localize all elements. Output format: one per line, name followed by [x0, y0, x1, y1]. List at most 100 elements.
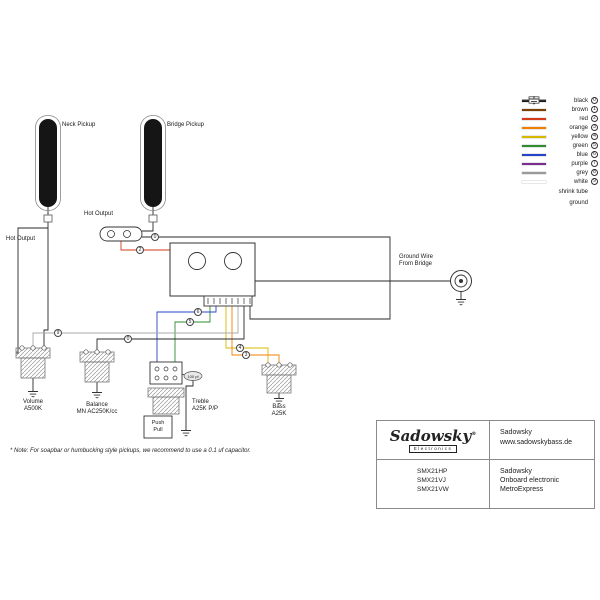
model-number: SMX21VJ	[417, 477, 446, 484]
treble-pot	[143, 361, 203, 439]
wire-white-volume	[32, 306, 239, 348]
legend-row: orange 3	[522, 123, 598, 132]
bridge-hot-output-label: Hot Output	[84, 211, 114, 217]
wire-color-label: white	[573, 178, 588, 185]
capacitor-label: 100 pf	[187, 374, 199, 379]
wire-color-label: grey	[576, 169, 588, 176]
wire-color-swatch	[522, 108, 546, 111]
treble-name: Treble	[192, 399, 209, 405]
legend-row: red 2	[522, 114, 598, 123]
neck-pickup-label: Neck Pickup	[62, 122, 96, 128]
bass-value: A25K	[271, 411, 287, 417]
wire-number-badge: 0	[151, 233, 159, 241]
treble-value: A25K P/P	[192, 406, 219, 412]
wire-color-label: blue	[576, 151, 588, 158]
title-block: Sadowsky® Electronics Sadowsky www.sadow…	[376, 420, 595, 509]
wire-color-label: yellow	[571, 133, 588, 140]
brand-name: Sadowsky	[500, 429, 532, 436]
wire-color-swatch	[522, 126, 546, 129]
push-pull-box	[143, 415, 173, 439]
wire-black-balance	[96, 306, 245, 352]
footnote: * Note: For soapbar or humbucking style …	[10, 448, 251, 454]
product-type: Onboard electronic	[500, 477, 560, 484]
product-description-cell: Sadowsky Onboard electronic MetroExpress	[489, 459, 594, 508]
legend-row-ground: ground	[522, 96, 598, 208]
model-number: SMX21HP	[417, 468, 448, 475]
wire-orange-bass	[231, 306, 280, 365]
ground-icon	[91, 392, 103, 399]
balance-name: Balance	[86, 402, 108, 408]
wire-top-loop	[142, 236, 391, 320]
wire-color-label: orange	[569, 124, 588, 131]
brand-website-cell: Sadowsky www.sadowskybass.de	[489, 421, 594, 459]
legend-row: white 9	[522, 177, 598, 186]
brand-logo: Sadowsky® Electronics	[377, 421, 489, 459]
wire-color-legend: black 0 brown 1 red 2 orange 3 yellow 4 …	[522, 96, 598, 208]
board-connector-strip	[203, 295, 253, 307]
registered-mark: ®	[471, 431, 477, 437]
wire-number-badge: 0	[591, 97, 598, 104]
wire-color-label: purple	[571, 160, 588, 167]
wire-color-label: black	[573, 97, 588, 104]
bridge-pickup	[140, 115, 166, 211]
wire-number-badge: 0	[124, 335, 132, 343]
wire-color-swatch	[522, 180, 546, 183]
push-label: Push	[151, 420, 165, 426]
legend-row: blue 6	[522, 150, 598, 159]
neck-hot-output-label: Hot Output	[6, 236, 36, 242]
shrink-tube-bridge-icon	[148, 214, 158, 223]
legend-row: green 5	[522, 141, 598, 150]
wire-color-label: red	[579, 115, 588, 122]
wire-number-badge: 8	[591, 169, 598, 176]
bass-pot	[261, 362, 297, 394]
ground-wire-from-bridge-label: Ground Wire From Bridge	[399, 254, 433, 268]
wire-number-badge: 7	[591, 160, 598, 167]
volume-value: A500K	[23, 406, 42, 412]
legend-row: purple 7	[522, 159, 598, 168]
wires	[16, 207, 462, 430]
wire-number-badge: 4	[236, 344, 244, 352]
wire-color-swatch	[522, 171, 546, 174]
balance-pot	[79, 349, 115, 383]
ground-icon	[455, 299, 467, 306]
output-jack	[450, 270, 472, 292]
legend-row: brown 1	[522, 105, 598, 114]
shrink-tube-label: shrink tube	[558, 188, 588, 195]
wire-neck-hot	[16, 227, 48, 354]
model-numbers-cell: SMX21HP SMX21VJ SMX21VW	[377, 459, 489, 508]
logo-subtitle: Electronics	[408, 445, 458, 453]
wire-number-badge: 4	[591, 133, 598, 140]
legend-row: grey 8	[522, 168, 598, 177]
pull-label: Pull	[153, 427, 163, 433]
wire-blue-treble	[156, 306, 217, 362]
product-series: MetroExpress	[500, 486, 544, 493]
wire-number-badge: 5	[591, 142, 598, 149]
model-number: SMX21VW	[417, 486, 449, 493]
capacitor	[183, 371, 203, 381]
legend-row-shrink-tube: shrink tube	[522, 96, 598, 197]
wire-color-swatch	[522, 153, 546, 156]
pickup-connector	[99, 226, 143, 242]
ground-wire-label-line2: From Bridge	[399, 261, 433, 267]
wire-number-badge: 5	[186, 318, 194, 326]
volume-pot	[15, 345, 51, 379]
wire-number-badge: 1	[591, 106, 598, 113]
wire-color-swatch	[522, 162, 546, 165]
wire-number-badge: 9	[54, 329, 62, 337]
wire-color-label: green	[572, 142, 588, 149]
wire-color-swatch	[522, 144, 546, 147]
wire-color-label: brown	[571, 106, 588, 113]
brand-website: www.sadowskybass.de	[500, 439, 572, 446]
wire-number-badge: 3	[591, 124, 598, 131]
balance-value: MN AC250K/cc	[76, 409, 118, 415]
wire-number-badge: 6	[591, 151, 598, 158]
treble-switch	[149, 361, 183, 385]
volume-label: Volume A500K	[10, 399, 56, 413]
bass-name: Bass	[272, 404, 286, 410]
ground-wire-label-line1: Ground Wire	[399, 254, 434, 260]
ground-icon	[273, 398, 285, 405]
bridge-pickup-label: Bridge Pickup	[167, 122, 205, 128]
wire-color-swatch	[522, 135, 546, 138]
